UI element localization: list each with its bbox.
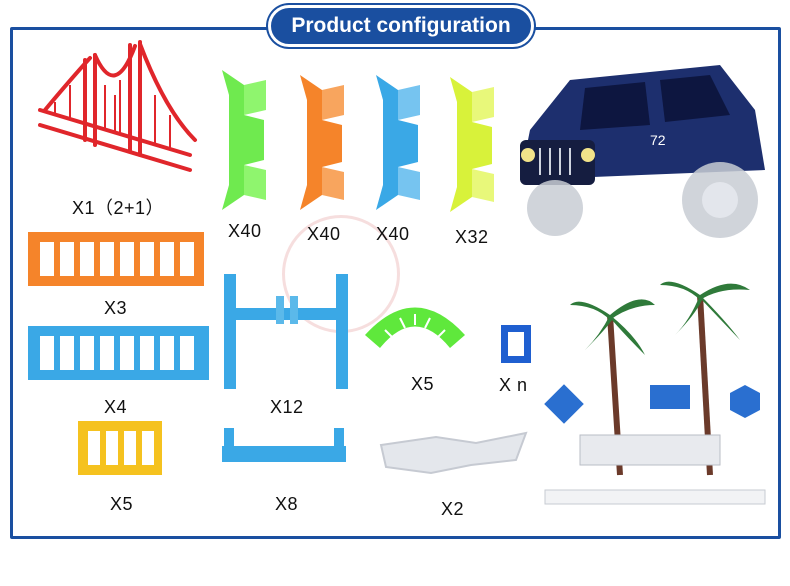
- track-icon: [78, 421, 162, 475]
- support-icon: [376, 75, 420, 210]
- green-support-qty: X40: [228, 221, 262, 241]
- tall-pillar-qty: X12: [270, 397, 304, 417]
- svg-text:72: 72: [650, 132, 666, 148]
- support-icon: [300, 75, 344, 210]
- pillar-icon: [224, 274, 348, 389]
- white-piece-qty: X2: [441, 499, 465, 519]
- road-sign-icon: [544, 384, 766, 505]
- curve-track-icon: [365, 307, 465, 348]
- page-title: Product configuration: [268, 5, 534, 47]
- support-icon: [450, 77, 494, 212]
- short-pillar-qty: X8: [275, 494, 299, 514]
- connector-qty: X n: [499, 375, 528, 395]
- track-icon: [28, 232, 204, 286]
- connector-icon: [501, 325, 531, 363]
- bridge-icon: [38, 40, 197, 172]
- bridge-qty: X1（2+1）: [72, 198, 165, 218]
- white-piece-icon: [379, 431, 528, 475]
- orange-track-qty: X3: [104, 298, 128, 318]
- track-icon: [28, 326, 209, 380]
- orange-support-qty: X40: [307, 224, 341, 244]
- blue-support-qty: X40: [376, 224, 410, 244]
- yellow-track-qty: X5: [110, 494, 134, 514]
- blue-track-qty: X4: [104, 397, 128, 417]
- yellow-support-qty: X32: [455, 227, 489, 247]
- curve-qty: X5: [411, 374, 435, 394]
- pillar-icon: [222, 428, 346, 462]
- palm-tree-icon: [544, 281, 766, 505]
- support-icon: [222, 70, 266, 210]
- car-icon: 72: [520, 65, 765, 238]
